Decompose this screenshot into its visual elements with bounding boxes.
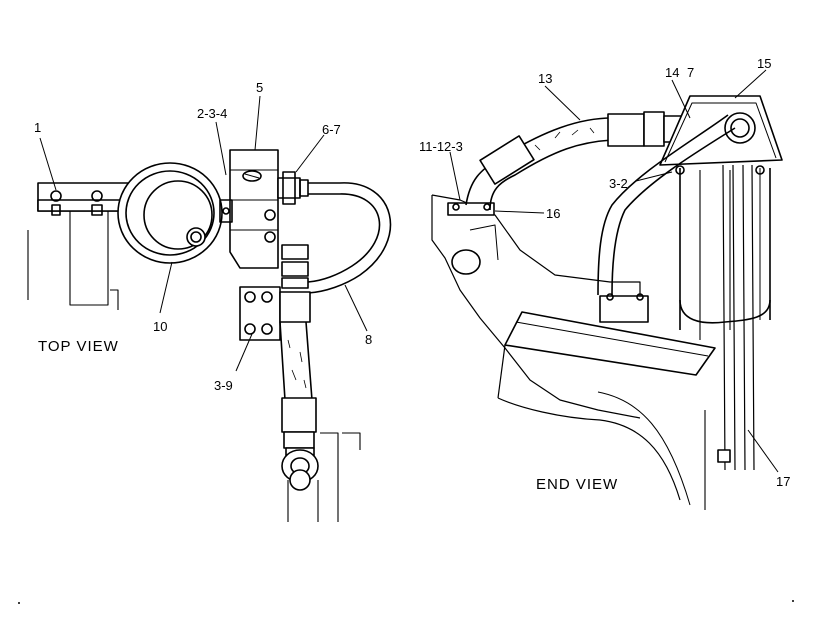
- callout-end-16: 16: [546, 206, 560, 221]
- callout-end-17: 17: [776, 474, 790, 489]
- callout-end-14: 14: [665, 65, 679, 80]
- scan-dot: [792, 600, 794, 602]
- callout-end-11-12-3: 11-12-3: [419, 139, 463, 154]
- top-view-caption: TOP VIEW: [38, 338, 119, 355]
- callout-top-8: 8: [365, 332, 372, 347]
- callout-top-1: 1: [34, 120, 41, 135]
- callout-end-7: 7: [687, 65, 694, 80]
- scan-dot: [18, 602, 20, 604]
- callout-top-3-9: 3-9: [214, 378, 233, 393]
- callout-end-15: 15: [757, 56, 771, 71]
- callout-top-10: 10: [153, 319, 167, 334]
- end-view-drawing: [431, 69, 783, 510]
- callout-top-2-3-4: 2-3-4: [197, 106, 227, 121]
- callout-end-3-2: 3-2: [609, 176, 628, 191]
- callout-end-13: 13: [538, 71, 552, 86]
- top-view-drawing: [27, 95, 392, 522]
- callout-top-5: 5: [256, 80, 263, 95]
- end-view-caption: END VIEW: [536, 476, 618, 493]
- callout-top-6-7: 6-7: [322, 122, 341, 137]
